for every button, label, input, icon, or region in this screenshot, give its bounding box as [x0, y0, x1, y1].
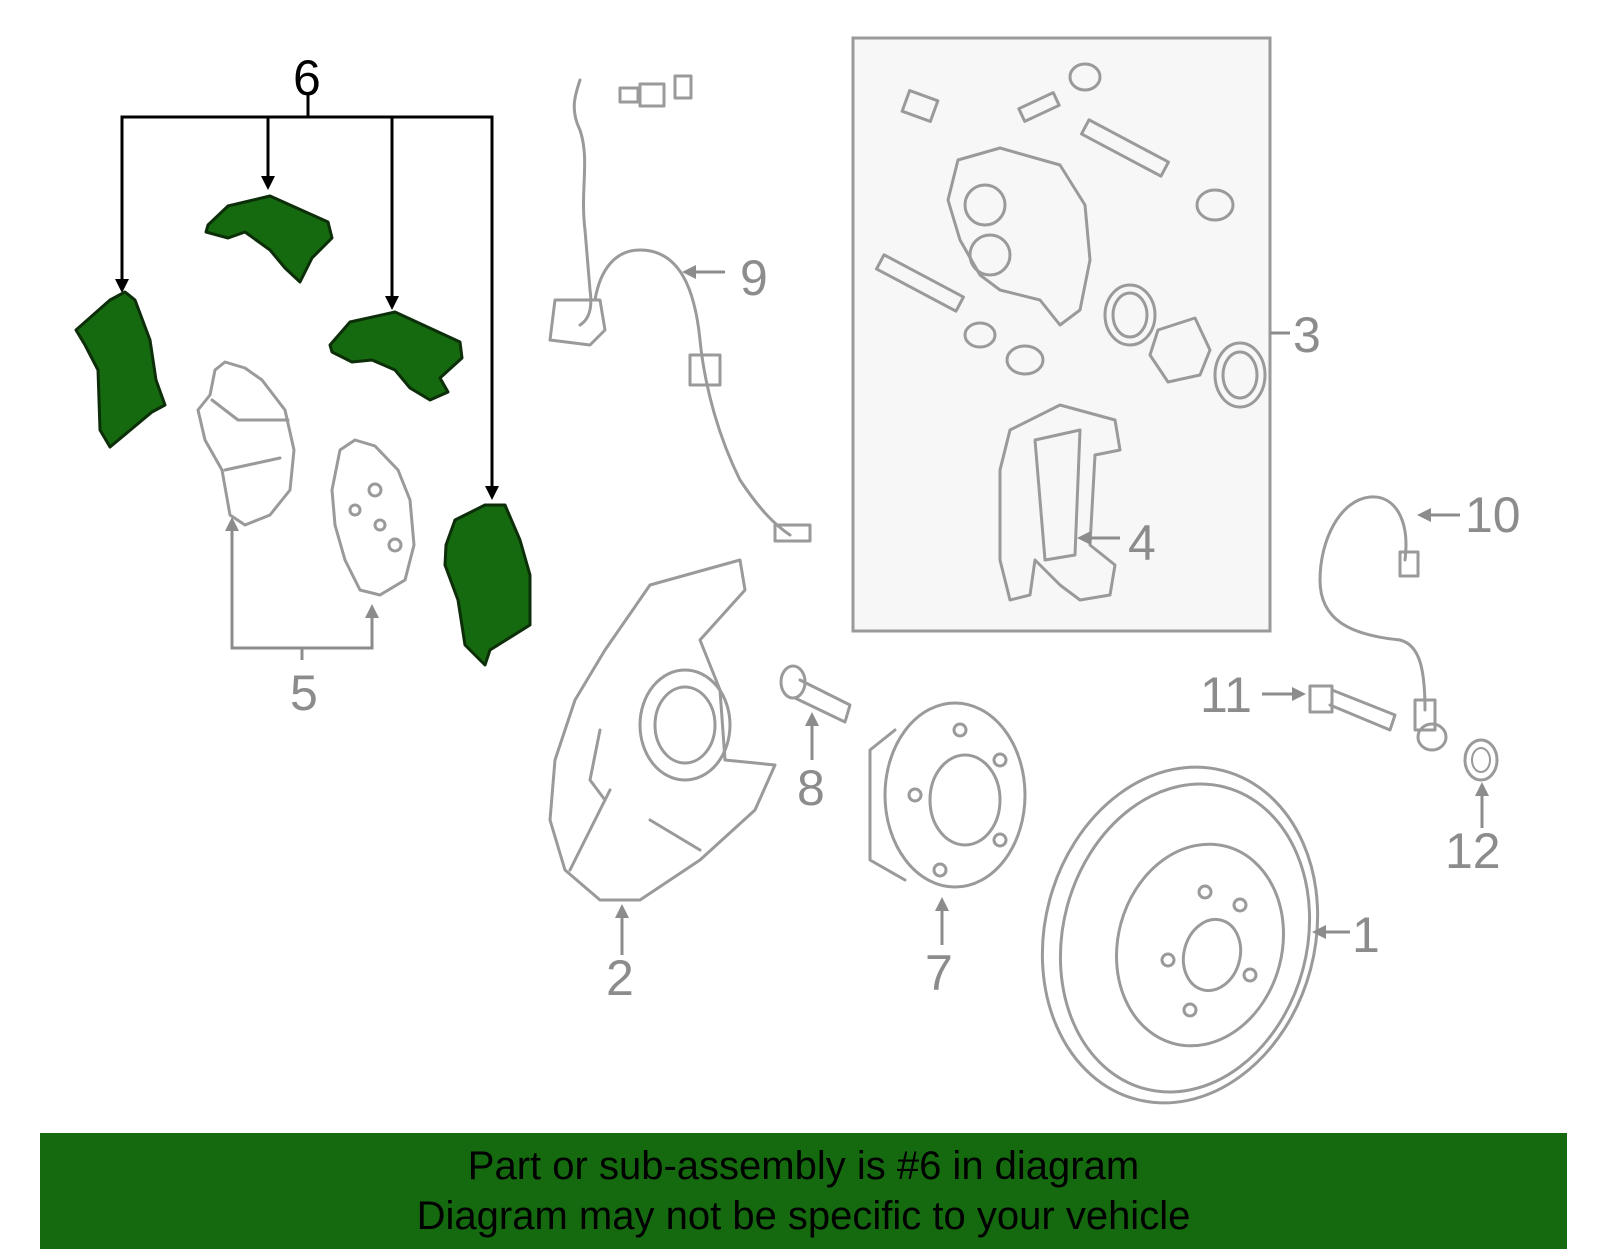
- callout-2: 2: [606, 950, 634, 1006]
- left-shim[interactable]: [74, 290, 167, 449]
- callout-4: 4: [1128, 515, 1156, 571]
- part-12-washer[interactable]: [1463, 738, 1499, 828]
- callout-9: 9: [740, 250, 768, 306]
- part-10-brake-hose[interactable]: [1318, 495, 1460, 752]
- part-6-group[interactable]: [74, 95, 532, 667]
- part-1-rotor[interactable]: [1006, 736, 1355, 1134]
- callout-5: 5: [290, 665, 318, 721]
- callout-10: 10: [1465, 487, 1521, 543]
- right-shim[interactable]: [443, 503, 532, 667]
- callout-6: 6: [293, 50, 321, 106]
- info-banner: Part or sub-assembly is #6 in diagram Di…: [40, 1133, 1567, 1249]
- callout-7: 7: [925, 945, 953, 1001]
- banner-line-1: Part or sub-assembly is #6 in diagram: [467, 1144, 1140, 1188]
- callout-3: 3: [1293, 307, 1321, 363]
- part-11-bolt[interactable]: [1262, 684, 1397, 732]
- part-2-dust-shield[interactable]: [548, 558, 777, 955]
- callout-12: 12: [1445, 823, 1501, 879]
- part-5-brake-pads[interactable]: [196, 360, 416, 660]
- callout-8: 8: [797, 760, 825, 816]
- callout-11: 11: [1200, 667, 1252, 723]
- banner-line-2: Diagram may not be specific to your vehi…: [416, 1194, 1191, 1238]
- upper-clip[interactable]: [204, 194, 334, 284]
- part-8-wheel-stud[interactable]: [779, 664, 852, 760]
- middle-clip[interactable]: [328, 310, 464, 402]
- part-9-abs-sensor[interactable]: [548, 74, 812, 543]
- callout-1: 1: [1352, 907, 1380, 963]
- part-7-hub[interactable]: [868, 701, 1027, 945]
- part-3-caliper-assembly[interactable]: [851, 36, 1290, 633]
